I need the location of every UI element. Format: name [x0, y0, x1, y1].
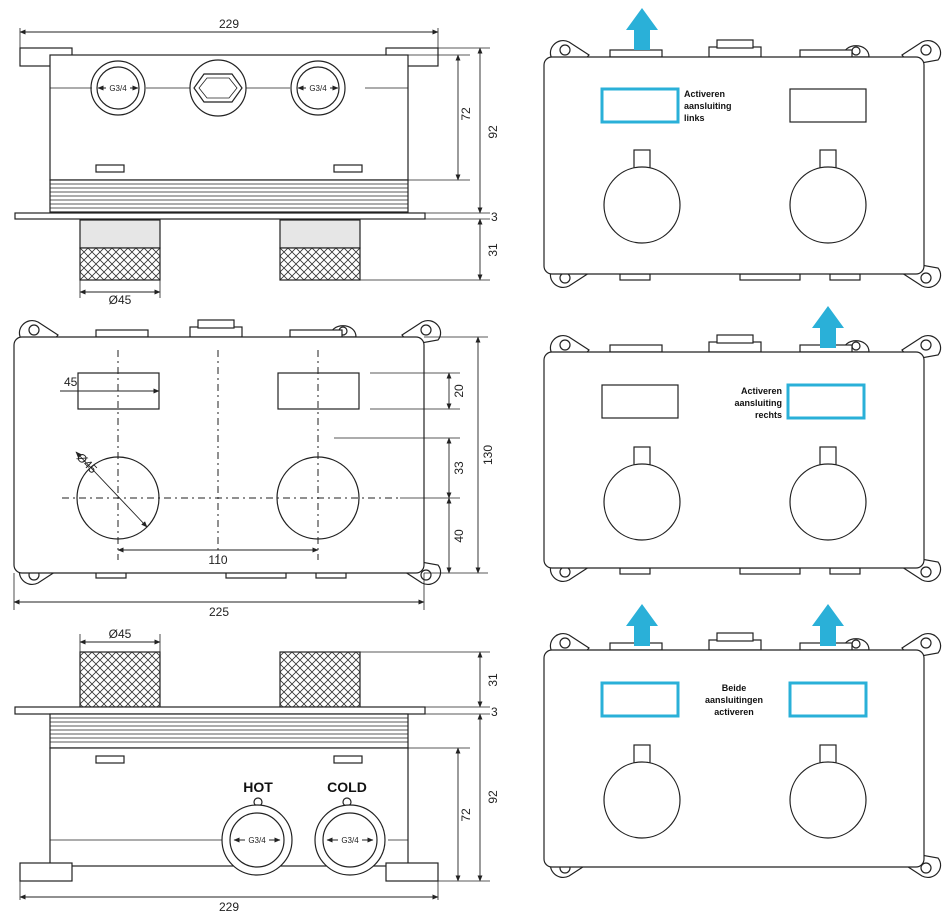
top-plate-3-label: 3 — [491, 210, 498, 224]
panel-beide-line1: Beide — [722, 683, 747, 693]
panel-links-left-highlight — [600, 87, 680, 124]
panel-beide-right-arrow-icon — [812, 604, 844, 646]
bottom-knob-31-label: 31 — [486, 673, 500, 687]
panel-beide-line3: activeren — [714, 707, 754, 717]
bottom-height-72-label: 72 — [459, 808, 473, 822]
front-dim-33-label: 33 — [452, 461, 466, 475]
panel-rechts-arrow-icon — [812, 306, 844, 348]
bottom-plate-3-label: 3 — [491, 705, 498, 719]
top-height-72-label: 72 — [459, 107, 473, 121]
panel-beide-left-arrow-icon — [626, 604, 658, 646]
front-body — [13, 336, 425, 574]
front-dim-45-label: 45 — [64, 375, 78, 389]
panel-rechts: Activeren aansluiting rechts — [543, 306, 942, 582]
panel-links-line1: Activeren — [684, 89, 725, 99]
front-dim-110-label: 110 — [208, 553, 227, 567]
bottom-port-hot-label: G3/4 — [248, 836, 266, 845]
top-height-92-label: 92 — [486, 125, 500, 139]
front-dim-20-label: 20 — [452, 384, 466, 398]
panel-links-arrow-icon — [626, 8, 658, 50]
bottom-height-92-label: 92 — [486, 790, 500, 804]
bottom-width-label: 229 — [219, 900, 239, 913]
top-dia-label: Ø45 — [109, 293, 132, 307]
panel-rechts-line2: aansluiting — [734, 398, 782, 408]
top-port-left-label: G3/4 — [109, 84, 127, 93]
panel-rechts-right-highlight — [786, 383, 866, 420]
cold-label: COLD — [327, 779, 367, 795]
front-view: 45 Ø45 110 225 20 33 40 130 — [13, 319, 495, 619]
panel-beide-left-highlight — [600, 681, 680, 718]
top-port-right-label: G3/4 — [309, 84, 327, 93]
panel-rechts-line3: rechts — [755, 410, 782, 420]
top-width-label: 229 — [219, 17, 239, 31]
top-view: 229 G3/4 G3/4 — [14, 17, 500, 307]
top-body — [49, 54, 409, 181]
panel-beide-right-highlight — [788, 681, 868, 718]
panel-links-line2: aansluiting — [684, 101, 732, 111]
panel-beide: Beide aansluitingen activeren — [543, 604, 942, 878]
hot-label: HOT — [243, 779, 273, 795]
bottom-port-cold-label: G3/4 — [341, 836, 359, 845]
panel-beide-line2: aansluitingen — [705, 695, 763, 705]
bottom-dia-label: Ø45 — [109, 627, 132, 641]
front-dim-130-label: 130 — [481, 445, 495, 465]
front-dim-40-label: 40 — [452, 529, 466, 543]
panel-links-line3: links — [684, 113, 705, 123]
bottom-view: Ø45 HOT COLD G3/4 G3/4 — [14, 627, 500, 913]
panel-rechts-line1: Activeren — [741, 386, 782, 396]
top-knob-31-label: 31 — [486, 243, 500, 257]
front-dim-225-label: 225 — [209, 605, 229, 619]
panel-links: Activeren aansluiting links — [543, 8, 942, 288]
